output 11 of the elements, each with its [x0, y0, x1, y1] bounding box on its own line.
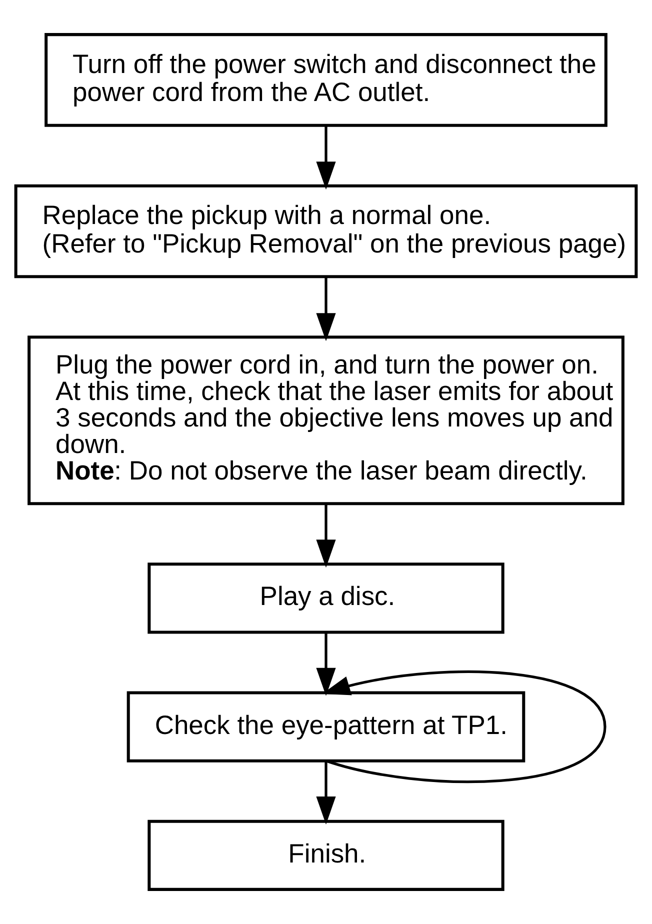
arrow [316, 632, 336, 696]
node-box: Finish. [148, 820, 504, 891]
node-box: Replace the pickup with a normal one. (Refer to "Pickup Removal" on the previous page) [14, 184, 638, 278]
node-box: Check the eye-pattern at TP1. [126, 691, 526, 762]
node-box: Play a disc. [148, 562, 504, 634]
arrow [316, 504, 336, 568]
node-box: Plug the power cord in, and turn the power on. At this time, check that the laser emits for about 3 seconds and the objective lens moves up and down. Note: Do not observe the laser beam directly. [28, 336, 624, 506]
arrow [316, 761, 336, 824]
node-box: Turn off the power switch and disconnect the power cord from the AC outlet. [44, 33, 608, 127]
arrow [316, 126, 336, 190]
arrow [316, 277, 336, 342]
